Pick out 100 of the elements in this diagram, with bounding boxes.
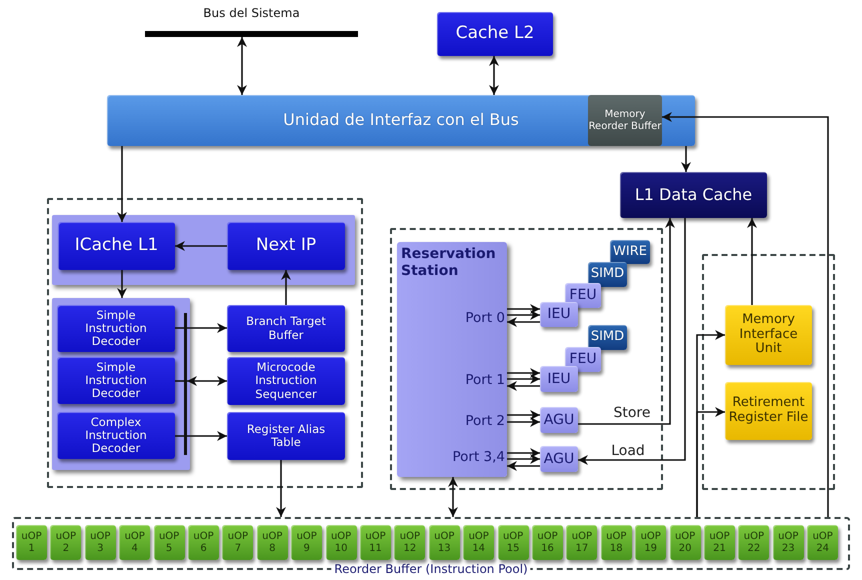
buffer-box: [588, 95, 662, 146]
unit-label: uOP 8: [261, 531, 284, 554]
arrow: [237, 37, 247, 95]
unit-panel: [52, 298, 190, 470]
unit-panel: [52, 215, 355, 285]
unit-label: uOP 10: [330, 531, 352, 554]
unit-box: [227, 412, 345, 460]
uop-slot: [463, 525, 494, 560]
unit-box: [540, 407, 578, 433]
uop-slot: [360, 525, 391, 560]
arrow: [187, 323, 227, 333]
unit-box: [540, 302, 578, 327]
uop-slot: [738, 525, 770, 560]
unit-box: [725, 382, 812, 440]
unit-box: [588, 262, 627, 287]
unit-label: Cache L2: [456, 24, 534, 44]
cache-box: [620, 172, 767, 218]
buffer-title: Reorder Buffer (Instruction Pool): [331, 562, 531, 576]
uop-slot: [84, 525, 116, 560]
unit-label: Next IP: [256, 236, 316, 256]
unit-box: [227, 357, 345, 405]
unit-box: [540, 366, 578, 392]
unit-label: uOP 23: [777, 531, 800, 554]
unit-label: Simple Instruction Decoder: [84, 360, 148, 400]
arrow: [507, 461, 540, 471]
unit-label: Microcode Instruction Sequencer: [254, 361, 318, 401]
unit-label: uOP 15: [502, 531, 524, 554]
arrow: [276, 460, 286, 517]
unit-label: L1 Data Cache: [634, 186, 752, 204]
unit-label: uOP 14: [468, 531, 490, 554]
arrow: [507, 368, 540, 378]
arrow: [281, 270, 291, 305]
arrow: [578, 218, 675, 425]
collector-bar: [184, 313, 187, 455]
dashed-group-box: [390, 228, 663, 490]
unit-label: FEU: [569, 351, 597, 368]
uop-slot: [428, 525, 460, 560]
arrow: [507, 410, 540, 420]
unit-box: [57, 305, 175, 352]
reservation-station-panel: [397, 242, 507, 477]
unit-label: uOP 16: [536, 531, 559, 554]
unit-box: [227, 222, 345, 270]
unit-label: Simple Instruction Decoder: [84, 308, 148, 348]
arrow: [507, 310, 540, 320]
unit-label: uOP 19: [640, 531, 662, 554]
arrow: [681, 146, 691, 172]
unit-box: [57, 357, 175, 404]
uop-slot: [772, 525, 804, 560]
unit-label: Register Alias Table: [246, 422, 326, 450]
dashed-group-box: [702, 254, 835, 490]
unit-label: uOP 12: [398, 531, 422, 554]
unit-label: uOP 20: [674, 531, 696, 554]
arrow: [117, 146, 127, 222]
unit-box: [725, 305, 812, 365]
unit-label: uOP 4: [124, 531, 146, 554]
unit-label: Unidad de Interfaz con el Bus: [283, 111, 519, 130]
dashed-group-box: [47, 198, 363, 488]
arrow: [187, 431, 227, 441]
uop-slot: [394, 525, 426, 560]
unit-label: IEU: [547, 370, 571, 388]
unit-label: uOP 18: [605, 531, 628, 554]
bus-interface-bar: [107, 95, 695, 146]
arrow: [507, 374, 540, 384]
arrow: [187, 376, 227, 386]
arrow: [507, 317, 540, 327]
unit-label: Complex Instruction Decoder: [84, 416, 148, 456]
uop-slot: [50, 525, 82, 560]
arrow: [507, 454, 540, 464]
unit-label: SIMD: [590, 330, 624, 345]
unit-label: uOP 13: [433, 531, 456, 554]
uop-slot: [566, 525, 598, 560]
uop-slot: [188, 525, 219, 560]
unit-label: uOP 21: [708, 531, 731, 554]
unit-label: uOP 7: [226, 531, 250, 554]
uop-slot: [498, 525, 529, 560]
unit-label: Memory Reorder Buffer: [588, 109, 662, 132]
port-label: Port 3,4: [452, 449, 505, 466]
uop-slot: [291, 525, 322, 560]
uop-slot: [154, 525, 185, 560]
arrow: [507, 448, 540, 458]
uop-slot: [635, 525, 666, 560]
unit-label: Memory Interface Unit: [738, 312, 799, 358]
uop-slot: [532, 525, 563, 560]
unit-box: [610, 240, 650, 264]
arrow: [489, 56, 499, 95]
unit-label: SIMD: [590, 267, 624, 282]
uop-slot: [600, 525, 632, 560]
arrow: [117, 270, 127, 298]
port-label: Port 0: [465, 310, 505, 326]
arrow: [662, 112, 829, 517]
unit-label: uOP 1: [20, 531, 43, 554]
uop-slot: [807, 525, 838, 560]
arrow: [507, 381, 540, 391]
port-label: Port 1: [465, 372, 505, 388]
unit-box: [227, 305, 345, 352]
unit-box: [565, 283, 601, 308]
unit-label: Branch Target Buffer: [245, 315, 327, 342]
port-label: Port 2: [465, 413, 505, 430]
unit-label: FEU: [569, 287, 597, 304]
arrow: [448, 477, 458, 517]
